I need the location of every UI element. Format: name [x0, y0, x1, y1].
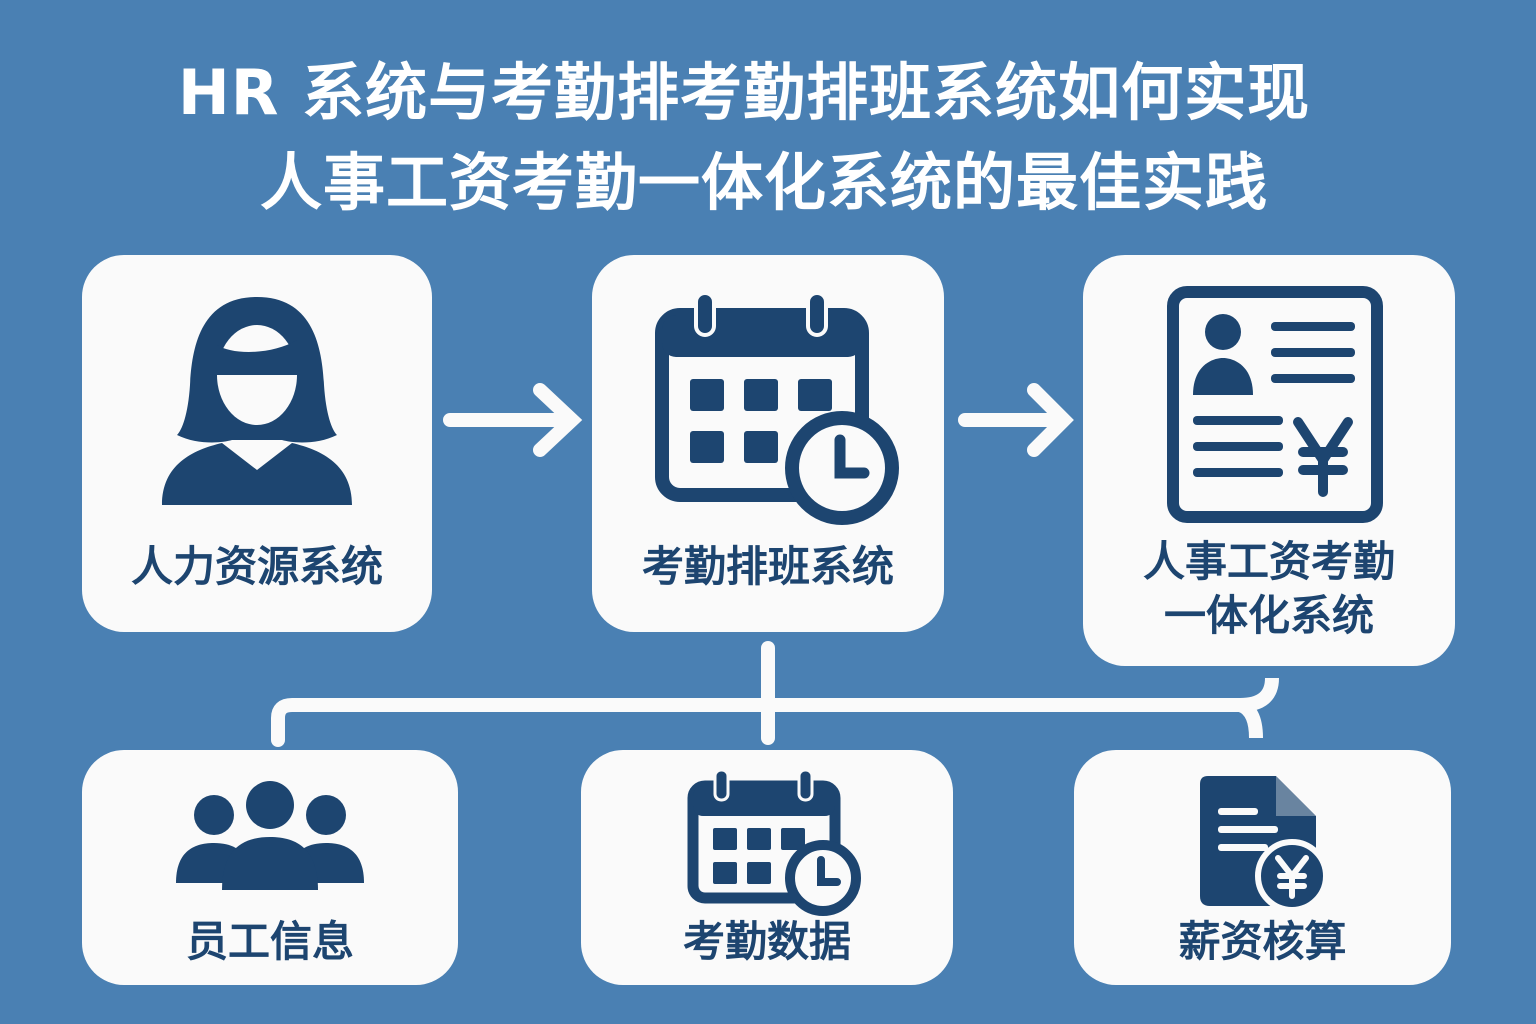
- node-integrated-label-1: 人事工资考勤: [1142, 537, 1395, 586]
- calendar-clock-icon: [687, 768, 861, 916]
- group-icon: [176, 781, 364, 890]
- title-line-1: HR 系统与考勤排考勤排班系统如何实现: [177, 56, 1311, 129]
- node-payroll-calculation: 薪资核算: [1074, 750, 1451, 985]
- node-attendance-scheduling-label: 考勤排班系统: [641, 542, 894, 591]
- invoice-yen-icon: [1200, 776, 1329, 913]
- payroll-document-icon: [1167, 286, 1383, 523]
- node-attendance-data-label: 考勤数据: [682, 917, 851, 966]
- connector-horizontal: [271, 698, 1247, 747]
- person-icon: [162, 297, 352, 505]
- node-integrated-system: 人事工资考勤 一体化系统: [1083, 255, 1455, 666]
- node-hr-system-label: 人力资源系统: [130, 542, 383, 591]
- arrow-hr-to-attendance: [443, 383, 583, 457]
- connector-right-branch: [1237, 677, 1279, 739]
- node-attendance-data: 考勤数据: [581, 750, 953, 985]
- node-payroll-calculation-label: 薪资核算: [1178, 917, 1347, 966]
- node-employee-info-label: 员工信息: [185, 917, 354, 966]
- title-line-2: 人事工资考勤一体化系统的最佳实践: [259, 146, 1268, 219]
- node-hr-system: 人力资源系统: [82, 255, 432, 632]
- node-employee-info: 员工信息: [82, 750, 458, 985]
- arrow-attendance-to-integrated: [958, 383, 1074, 457]
- calendar-clock-icon: [655, 291, 899, 525]
- node-integrated-label-2: 一体化系统: [1163, 591, 1374, 640]
- node-attendance-scheduling: 考勤排班系统: [592, 255, 944, 632]
